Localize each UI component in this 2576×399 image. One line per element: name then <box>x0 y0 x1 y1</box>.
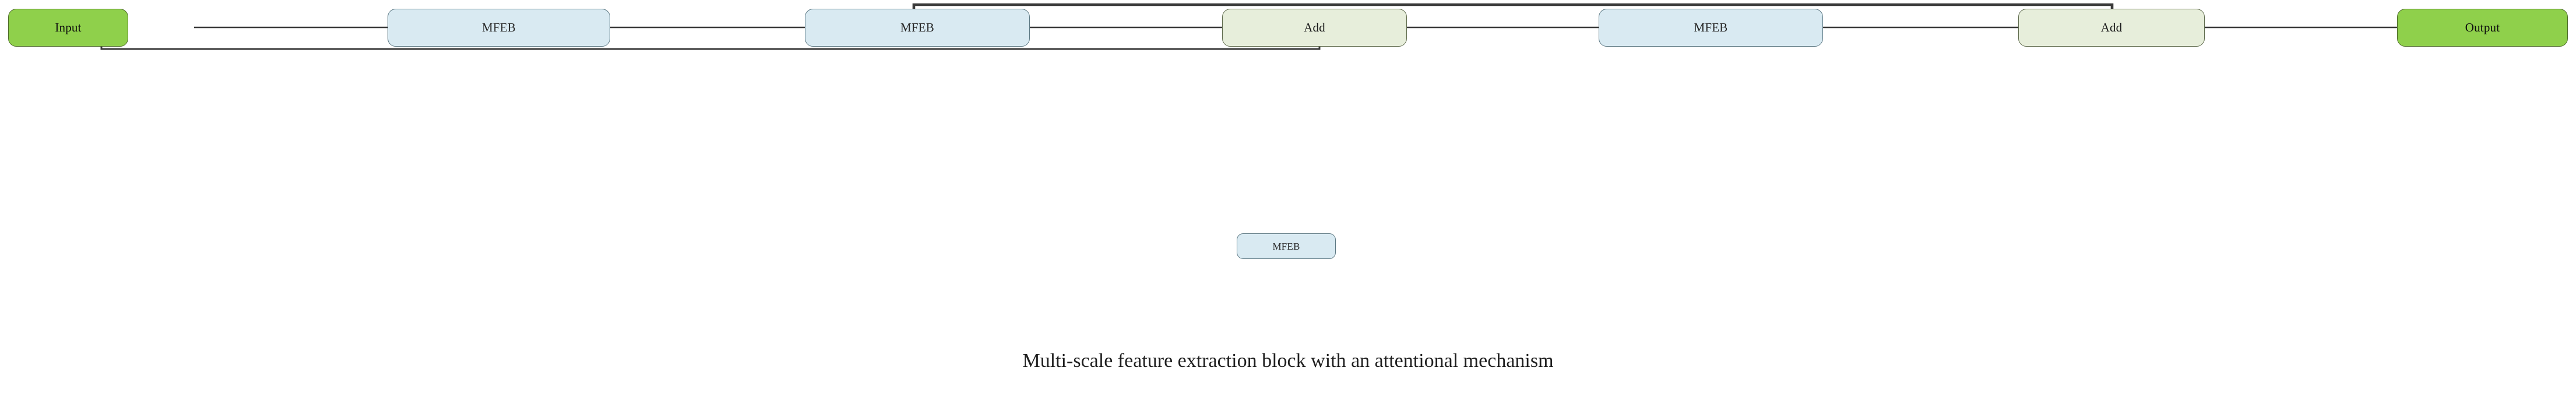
edge-skip-mfeb2-to-add2 <box>912 3 2114 9</box>
node-output-label: Output <box>2465 20 2500 34</box>
node-add-1[interactable]: Add <box>1222 9 1407 47</box>
node-mfeb-1-label: MFEB <box>482 20 516 34</box>
node-add-1-label: Add <box>1304 20 1325 34</box>
node-mfeb-2-label: MFEB <box>900 20 934 34</box>
node-mfeb-3-label: MFEB <box>1694 20 1728 34</box>
node-mfeb-3[interactable]: MFEB <box>1599 9 1823 47</box>
node-add-2-label: Add <box>2100 20 2123 34</box>
diagram-caption: Multi-scale feature extraction block wit… <box>1022 350 1554 372</box>
edge-skip-input-to-add1 <box>100 47 1321 50</box>
node-input-label: Input <box>55 20 82 34</box>
node-input[interactable]: Input <box>8 9 128 47</box>
node-add-2[interactable]: Add <box>2018 9 2205 47</box>
node-mfeb-2[interactable]: MFEB <box>805 9 1030 47</box>
node-output[interactable]: Output <box>2397 9 2568 47</box>
node-mfeb-1[interactable]: MFEB <box>388 9 610 47</box>
node-mfeb-legend-label: MFEB <box>1272 240 1300 252</box>
node-mfeb-legend[interactable]: MFEB <box>1237 233 1336 259</box>
